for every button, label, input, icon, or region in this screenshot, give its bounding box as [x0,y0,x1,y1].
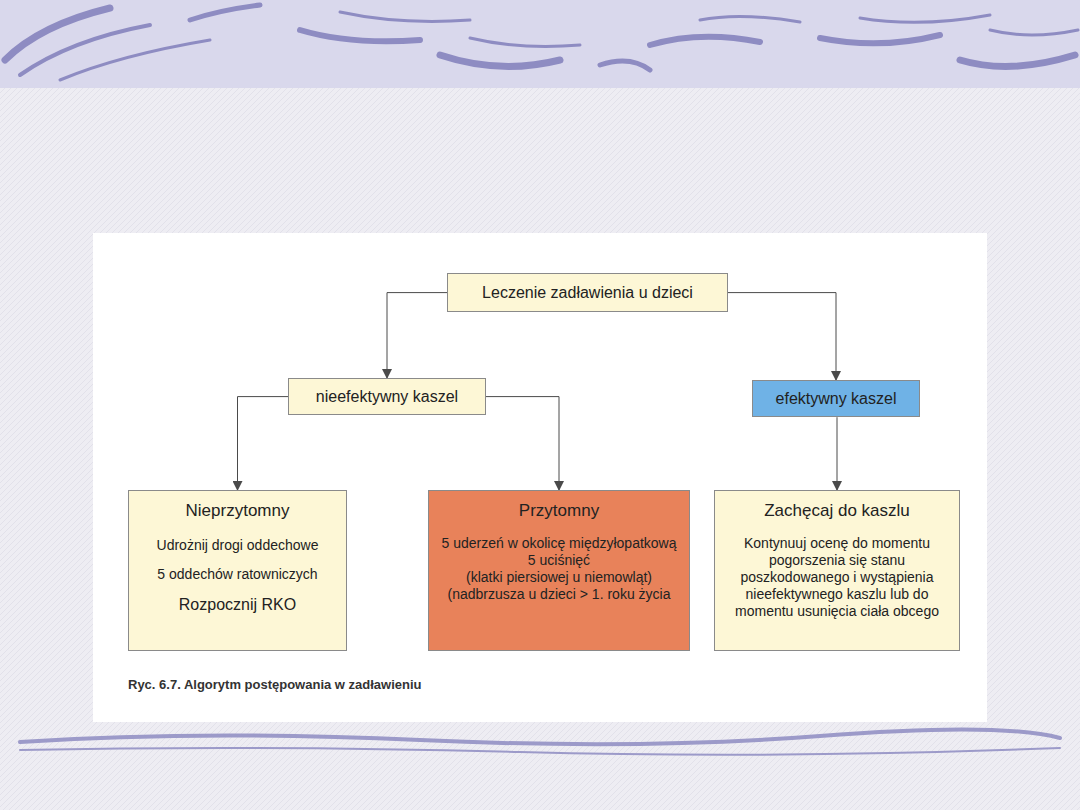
box-text: (nadbrzusza u dzieci > 1. roku życia [448,586,671,603]
box-heading: Zachęcaj do kaszlu [764,501,910,521]
decision-box: Leczenie zadławienia u dzieci [447,273,728,312]
box-text: nieefektywny kaszel [316,387,458,406]
box-text: Kontynuuj ocenę do momentu pogorszenia s… [725,535,949,619]
box-text: Leczenie zadławienia u dzieci [482,283,693,302]
box-heading: Przytomny [519,501,599,521]
action-box: NieprzytomnyUdrożnij drogi oddechowe 5 od… [128,490,347,651]
action-box: Przytomny 5 uderzeń w okolicę międzyłopat… [428,490,690,651]
connector-arrow [238,397,289,490]
decision-box: efektywny kaszel [752,380,920,417]
box-heading: Nieprzytomny [186,501,290,521]
box-text: 5 uderzeń w okolicę międzyłopatkową [441,535,676,552]
connector-arrow [728,293,836,380]
connector-arrow [486,397,559,490]
box-text: 5 oddechów ratowniczych [157,566,317,583]
figure-caption: Ryc. 6.7. Algorytm postępowania w zadław… [128,677,422,692]
box-text: (klatki piersiowej u niemowląt) [466,569,652,586]
box-text: Rozpocznij RKO [179,595,296,614]
decision-box: nieefektywny kaszel [288,378,486,415]
box-text: 5 uciśnięć [528,552,590,569]
box-text: efektywny kaszel [776,389,897,408]
connector-arrow [387,293,447,378]
connector-arrow [837,417,838,490]
action-box: Zachęcaj do kaszluKontynuuj ocenę do mom… [714,490,960,651]
box-text: Udrożnij drogi oddechowe [157,537,319,554]
